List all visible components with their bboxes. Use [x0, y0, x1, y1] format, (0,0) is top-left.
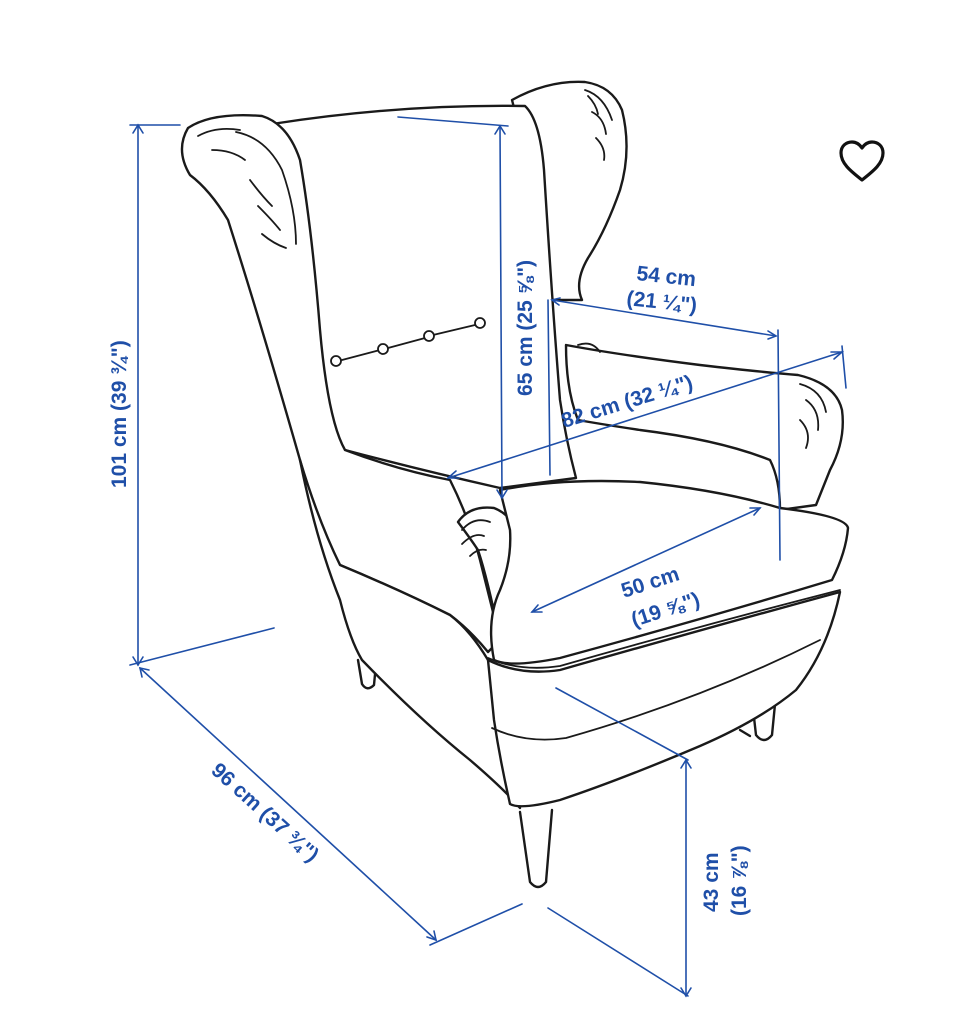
left-wing-scroll [197, 127, 297, 249]
left-armrest-pleats [461, 519, 491, 557]
front-right-leg [738, 728, 752, 738]
right-wing-rolls [584, 89, 613, 161]
front-skirt [486, 590, 842, 808]
favorite-button[interactable] [834, 138, 890, 186]
armchair-illustration [180, 80, 850, 889]
left-wing [180, 114, 502, 654]
label-backrest-height: 65 cm (25 ⅝") [514, 260, 537, 396]
back-right-leg [750, 692, 778, 742]
label-seat-width-cm: 54 cm [635, 262, 697, 291]
dimension-lines [129, 116, 847, 998]
back-left-leg [356, 658, 378, 690]
label-seat-height-in: (16 ⅞") [728, 845, 751, 916]
label-total-height: 101 cm (39 ¾") [108, 340, 131, 488]
label-total-depth: 96 cm (37 ¾") [207, 759, 323, 867]
skirt-piping [491, 639, 821, 741]
tufting-buttons [330, 317, 486, 367]
seat-cushion [489, 479, 850, 665]
right-armrest-pleats [577, 342, 827, 449]
left-side-body [298, 458, 522, 810]
seat-piping [487, 589, 841, 669]
front-left-leg [518, 808, 554, 889]
heart-outline-icon [839, 140, 885, 182]
label-seat-height-cm: 43 cm [700, 852, 723, 912]
